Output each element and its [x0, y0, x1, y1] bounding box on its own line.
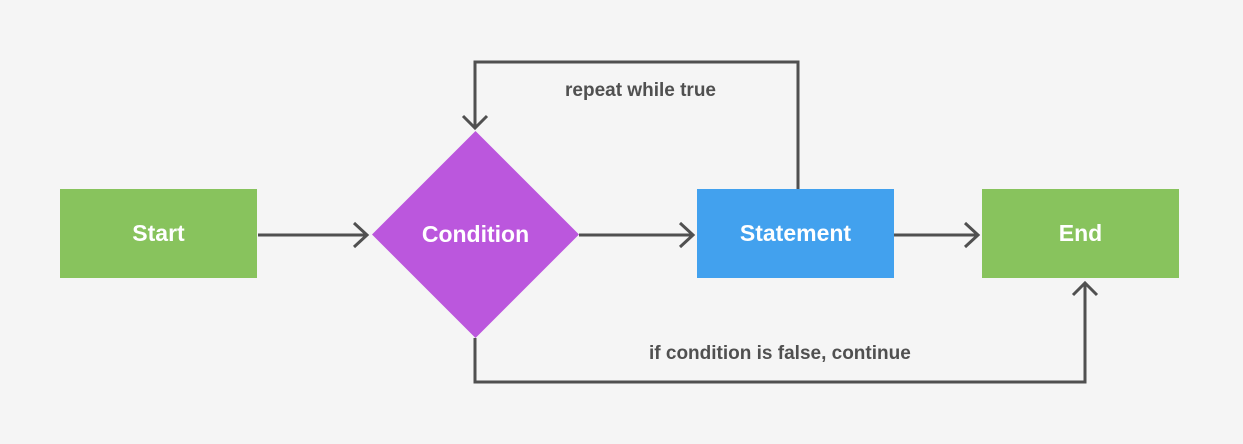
statement-label: Statement [739, 220, 852, 246]
arrowhead-condition-top [461, 114, 489, 131]
arrowhead-end-left [963, 221, 981, 249]
arrowhead-statement-left [678, 221, 696, 249]
start-node[interactable]: Start [60, 189, 257, 278]
false-edge-label: if condition is false, continue [649, 343, 911, 364]
condition-node[interactable]: Condition [372, 131, 579, 338]
arrowhead-condition-left [352, 221, 370, 249]
end-node[interactable]: End [982, 189, 1179, 278]
condition-label: Condition [421, 221, 530, 247]
condition-diamond-shape [372, 131, 579, 338]
end-label: End [1058, 220, 1103, 246]
statement-node[interactable]: Statement [697, 189, 894, 278]
start-label: Start [132, 220, 185, 246]
loop-edge-label: repeat while true [565, 80, 716, 101]
arrowhead-end-bottom [1071, 280, 1099, 297]
